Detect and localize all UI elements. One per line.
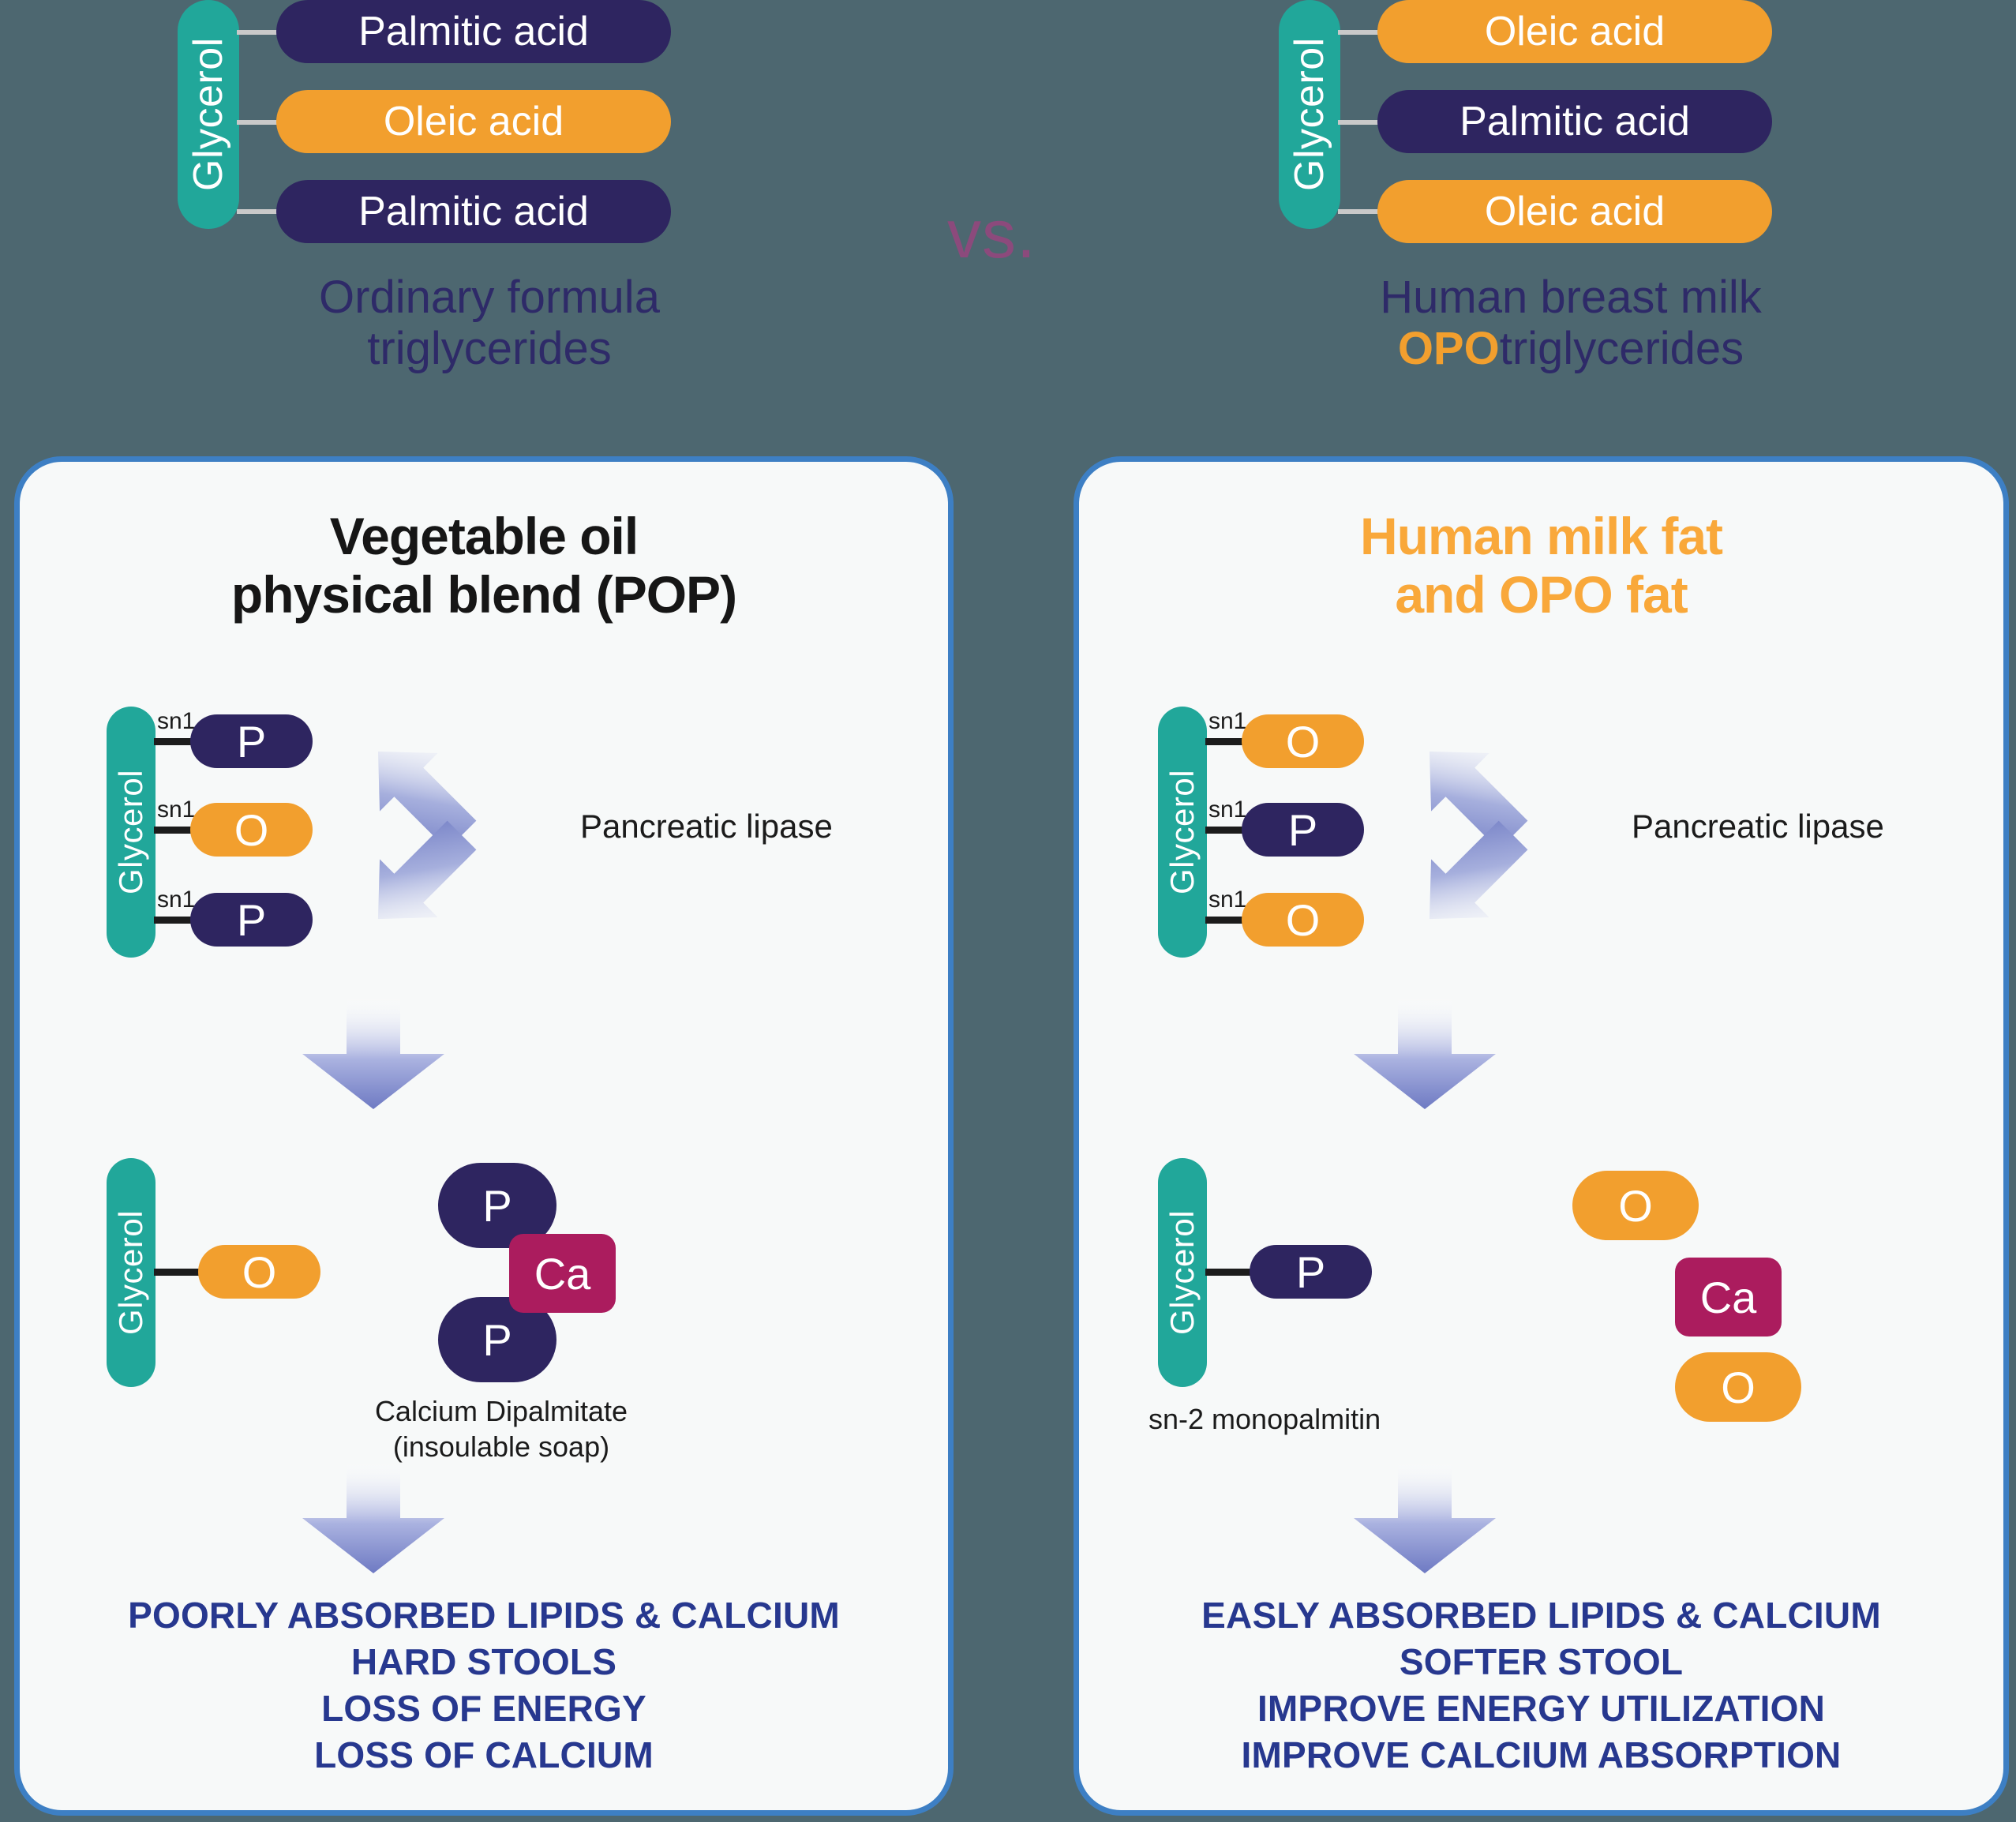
down-arrow-1 bbox=[1354, 999, 1496, 1109]
vs-label: vs. bbox=[947, 197, 1036, 272]
top-right-caption-line1: Human breast milk bbox=[1380, 272, 1762, 323]
enzyme-label: Pancreatic lipase bbox=[1632, 808, 1884, 845]
glycerol-bar: Glycerol bbox=[1279, 0, 1340, 229]
left-outcomes: POORLY ABSORBED LIPIDS & CALCIUM HARD ST… bbox=[128, 1595, 840, 1775]
residue-pill-sn1: O bbox=[1242, 714, 1364, 768]
bond-line-product bbox=[1205, 1269, 1251, 1276]
bond-line-1 bbox=[1205, 738, 1243, 745]
glycerol-bar: Glycerol bbox=[1158, 707, 1207, 958]
monopalmitin-caption: sn-2 monopalmitin bbox=[1149, 1403, 1381, 1435]
bond-line-2 bbox=[1338, 120, 1390, 125]
sn-label-3: sn1 bbox=[1208, 887, 1247, 913]
bond-line-3 bbox=[1205, 917, 1243, 924]
residue-pill-sn3: P bbox=[190, 893, 313, 947]
glycerol-bar: Glycerol bbox=[107, 707, 156, 958]
glycerol-bar-product: Glycerol bbox=[107, 1158, 156, 1387]
fatty-acid-pill-sn3: Oleic acid bbox=[1377, 180, 1772, 243]
left-card-title-line1: Vegetable oil bbox=[329, 507, 639, 565]
bond-line-2 bbox=[154, 827, 192, 834]
bond-line-2 bbox=[1205, 827, 1243, 834]
bond-line-3 bbox=[1338, 209, 1390, 214]
top-right-caption-line2: OPOtriglycerides bbox=[1152, 322, 1989, 375]
residue-pill-sn1: P bbox=[190, 714, 313, 768]
soap-residue-top: P bbox=[438, 1163, 556, 1248]
top-left-triglyceride: Glycerol Palmitic acid Oleic acid Palmit… bbox=[0, 0, 908, 426]
bond-line-2 bbox=[237, 120, 289, 125]
bond-line-product bbox=[154, 1269, 200, 1276]
bond-line-1 bbox=[237, 30, 289, 35]
bond-line-1 bbox=[1338, 30, 1390, 35]
residue-pill-sn3: O bbox=[1242, 893, 1364, 947]
down-arrow-1 bbox=[302, 999, 444, 1109]
top-left-caption-line1: Ordinary formula bbox=[319, 272, 660, 323]
residue-pill-product: O bbox=[198, 1245, 320, 1299]
residue-pill-product: P bbox=[1250, 1245, 1372, 1299]
calcium-box: Ca bbox=[1675, 1258, 1782, 1337]
down-arrow-2 bbox=[1354, 1463, 1496, 1573]
left-stage2: Glycerol O P Ca P Calcium Dipalmitate (i… bbox=[91, 1141, 880, 1463]
free-oleic-top: O bbox=[1572, 1171, 1699, 1240]
right-card-title: Human milk fat and OPO fat bbox=[1079, 507, 2003, 624]
sn-label-2: sn1 bbox=[1208, 797, 1247, 823]
sn-label-3: sn1 bbox=[157, 887, 196, 913]
top-right-caption: Human breast milk OPOtriglycerides bbox=[1152, 272, 1989, 375]
fatty-acid-pill-sn1: Oleic acid bbox=[1377, 0, 1772, 63]
left-stage1: Glycerol sn1 sn1 sn1 P O P bbox=[91, 707, 880, 967]
residue-pill-sn2: O bbox=[190, 803, 313, 857]
bond-line-1 bbox=[154, 738, 192, 745]
top-right-caption-line2-rest: triglycerides bbox=[1499, 322, 1744, 374]
right-outcomes: EASLY ABSORBED LIPIDS & CALCIUM SOFTER S… bbox=[1201, 1595, 1881, 1775]
bond-line-3 bbox=[237, 209, 289, 214]
right-card-title-line1: Human milk fat bbox=[1359, 507, 1723, 565]
sn-label-1: sn1 bbox=[157, 708, 196, 734]
top-left-caption: Ordinary formula triglycerides bbox=[95, 272, 884, 375]
left-card: Vegetable oil physical blend (POP) Glyce… bbox=[14, 456, 954, 1816]
fatty-acid-pill-sn1: Palmitic acid bbox=[276, 0, 671, 63]
right-card: Human milk fat and OPO fat Glycerol sn1 … bbox=[1074, 456, 2009, 1816]
fatty-acid-pill-sn2: Oleic acid bbox=[276, 90, 671, 153]
glycerol-bar-product: Glycerol bbox=[1158, 1158, 1207, 1387]
right-stage1: Glycerol sn1 sn1 sn1 O P O bbox=[1142, 707, 1932, 967]
sn-label-2: sn1 bbox=[157, 797, 196, 823]
lipase-arrow-pair bbox=[377, 751, 477, 920]
sn-label-1: sn1 bbox=[1208, 708, 1247, 734]
top-right-triglyceride: Glycerol Oleic acid Palmitic acid Oleic … bbox=[1089, 0, 2016, 426]
residue-pill-sn2: P bbox=[1242, 803, 1364, 857]
fatty-acid-pill-sn3: Palmitic acid bbox=[276, 180, 671, 243]
calcium-box: Ca bbox=[509, 1234, 616, 1313]
enzyme-label: Pancreatic lipase bbox=[580, 808, 833, 845]
fatty-acid-pill-sn2: Palmitic acid bbox=[1377, 90, 1772, 153]
bond-line-3 bbox=[154, 917, 192, 924]
right-card-title-line2: and OPO fat bbox=[1395, 564, 1688, 624]
soap-caption: Calcium Dipalmitate (insoulable soap) bbox=[374, 1395, 628, 1463]
right-stage2: Glycerol P sn-2 monopalmitin O Ca O bbox=[1142, 1141, 1932, 1456]
top-left-caption-line2: triglycerides bbox=[367, 322, 612, 374]
left-card-title-line2: physical blend (POP) bbox=[230, 564, 737, 624]
glycerol-bar: Glycerol bbox=[178, 0, 239, 229]
lipase-arrow-pair bbox=[1429, 751, 1528, 920]
left-card-title: Vegetable oil physical blend (POP) bbox=[20, 507, 948, 624]
opo-highlight: OPO bbox=[1397, 322, 1500, 374]
free-oleic-bottom: O bbox=[1675, 1352, 1801, 1422]
down-arrow-2 bbox=[302, 1463, 444, 1573]
